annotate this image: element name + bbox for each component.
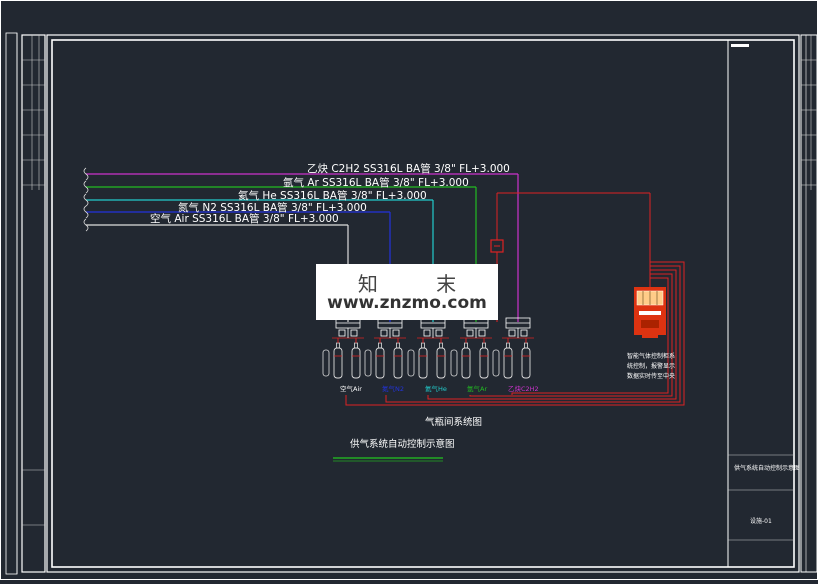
panel-note: 智能气体控制柜系 统控制，报警显示 数据实时传至中央 xyxy=(627,352,675,380)
cylinder-spare-2 xyxy=(407,349,415,377)
manifold-3 xyxy=(460,317,492,339)
cylinder-4-1 xyxy=(521,338,531,379)
pipe-label-he: 氦气 He SS316L BA管 3/8" FL+3.000 xyxy=(238,189,427,202)
cylinder-labels: 空气Air 氮气N2 氦气He 氩气Ar 乙炔C2H2 xyxy=(340,384,539,393)
cylinder-2-1 xyxy=(436,338,446,379)
diagram-title: 供气系统自动控制示意图 xyxy=(350,438,455,450)
title-block-sheet: 设施-01 xyxy=(750,517,772,525)
cylinder-2-0 xyxy=(418,338,428,379)
cylinder-0-0 xyxy=(333,338,343,379)
cylinder-4-0 xyxy=(503,338,513,379)
panel-note-line-3: 数据实时传至中央 xyxy=(627,372,675,380)
panel-note-line-1: 智能气体控制柜系 xyxy=(627,352,675,360)
cylinder-spare-4 xyxy=(492,349,500,377)
cylinder-1-1 xyxy=(393,338,403,379)
cylinder-3-0 xyxy=(461,338,471,379)
pipe-labels: 乙炔 C2H2 SS316L BA管 3/8" FL+3.000 氩气 Ar S… xyxy=(150,162,510,225)
pipe-break-marks xyxy=(83,167,89,232)
cylinder-label-n2: 氮气N2 xyxy=(382,384,404,393)
right-title-strip xyxy=(801,35,817,190)
title-block: 供气系统自动控制示意图 设施-01 xyxy=(728,44,800,541)
gas-manifolds xyxy=(332,317,534,339)
cylinder-spare-0 xyxy=(322,349,330,377)
manifold-4 xyxy=(502,317,534,339)
room-caption: 气瓶间系统图 xyxy=(425,416,482,428)
cylinder-3-1 xyxy=(479,338,489,379)
cylinder-label-ar: 氩气Ar xyxy=(467,384,487,393)
watermark-url: www.znzmo.com xyxy=(327,293,487,313)
control-panel xyxy=(634,287,666,338)
cylinder-label-c2h2: 乙炔C2H2 xyxy=(508,384,539,393)
watermark-cn: 知 末 xyxy=(357,272,483,296)
watermark: 知 末 www.znzmo.com xyxy=(316,264,498,320)
pipe-label-ar: 氩气 Ar SS316L BA管 3/8" FL+3.000 xyxy=(283,176,469,189)
cylinder-1-0 xyxy=(375,338,385,379)
pipe-label-c2h2: 乙炔 C2H2 SS316L BA管 3/8" FL+3.000 xyxy=(307,162,510,175)
cylinder-label-air: 空气Air xyxy=(340,384,362,393)
panel-note-line-2: 统控制，报警显示 xyxy=(627,362,675,370)
cylinder-spare-1 xyxy=(364,349,372,377)
pipe-label-n2: 氮气 N2 SS316L BA管 3/8" FL+3.000 xyxy=(178,201,367,214)
left-title-strip xyxy=(22,35,45,526)
gas-alarm-sensor xyxy=(490,239,504,253)
gas-cylinders xyxy=(322,338,531,379)
pipe-label-air: 空气 Air SS316L BA管 3/8" FL+3.000 xyxy=(150,212,339,225)
title-block-project: 供气系统自动控制示意图 xyxy=(734,464,800,472)
cylinder-0-1 xyxy=(351,338,361,379)
cylinder-spare-3 xyxy=(450,349,458,377)
manifold-2 xyxy=(417,317,449,339)
cylinder-label-he: 氦气He xyxy=(425,384,447,393)
control-wiring xyxy=(345,192,685,406)
title-block-logo xyxy=(731,44,749,47)
manifold-1 xyxy=(374,317,406,339)
